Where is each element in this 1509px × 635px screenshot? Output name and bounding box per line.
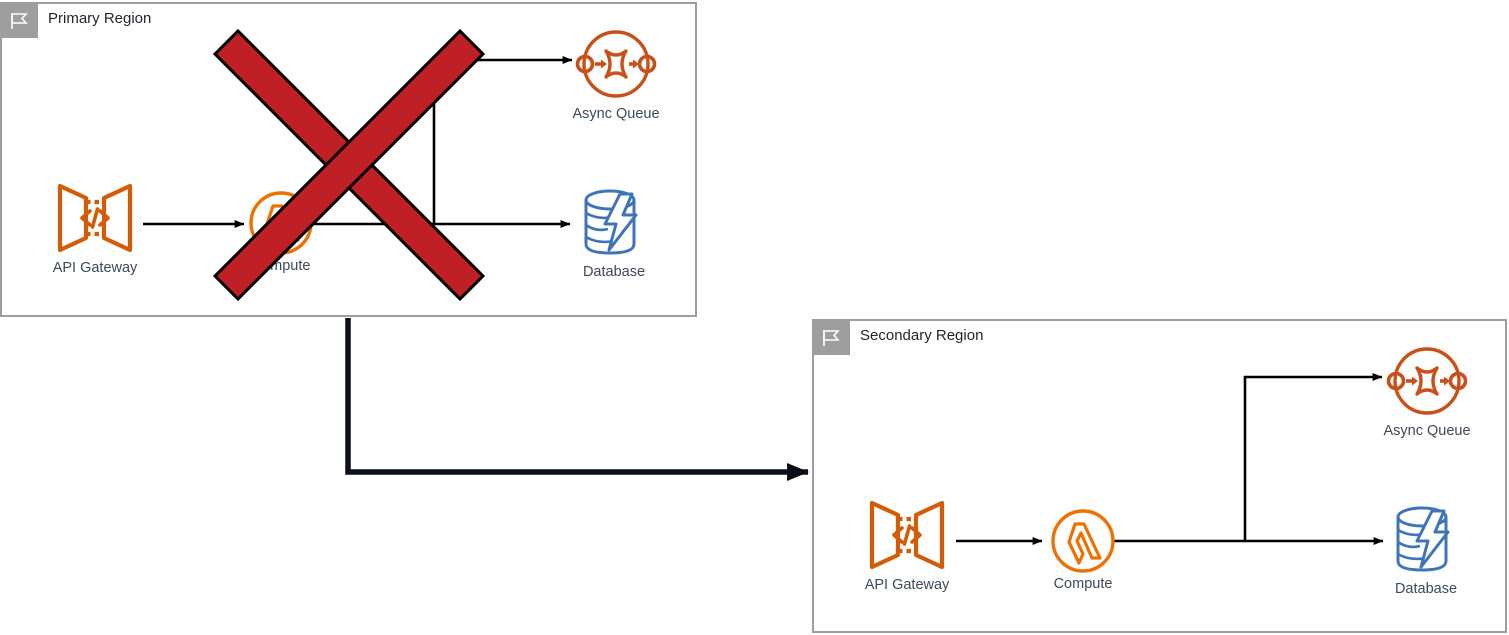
compute-lambda-icon: [1051, 509, 1115, 573]
compute-lambda-icon: [249, 191, 313, 255]
node-label-database: Database: [1394, 581, 1458, 597]
database-icon: [1396, 506, 1450, 572]
node-secondary-async-queue[interactable]: Async Queue: [1381, 343, 1473, 439]
region-title-primary: Primary Region: [48, 10, 152, 27]
region-tab-primary: [2, 4, 38, 38]
node-primary-compute[interactable]: Compute: [226, 190, 336, 274]
node-primary-async-queue[interactable]: Async Queue: [570, 26, 662, 122]
node-label-compute: Compute: [1053, 576, 1113, 592]
node-secondary-api-gateway[interactable]: API Gateway: [857, 495, 957, 593]
node-secondary-compute[interactable]: Compute: [1028, 508, 1138, 592]
api-gateway-icon: [869, 500, 945, 570]
async-queue-icon: [1386, 347, 1468, 415]
node-primary-database[interactable]: Database: [572, 186, 656, 280]
api-gateway-icon: [57, 183, 133, 253]
node-primary-api-gateway[interactable]: API Gateway: [45, 178, 145, 276]
node-label-api-gateway: API Gateway: [52, 260, 138, 276]
node-secondary-database[interactable]: Database: [1384, 503, 1468, 597]
region-container-primary[interactable]: Primary Region: [0, 2, 697, 317]
region-tab-secondary: [814, 321, 850, 355]
failover-arrow: [345, 318, 809, 481]
node-label-api-gateway: API Gateway: [864, 577, 950, 593]
node-label-async-queue: Async Queue: [572, 106, 660, 122]
node-label-async-queue: Async Queue: [1383, 423, 1471, 439]
flag-icon: [11, 13, 28, 29]
node-label-database: Database: [582, 264, 646, 280]
async-queue-icon: [575, 30, 657, 98]
node-label-compute: Compute: [251, 258, 311, 274]
database-icon: [584, 189, 638, 255]
region-container-secondary[interactable]: Secondary Region: [812, 319, 1507, 633]
region-title-secondary: Secondary Region: [860, 327, 984, 344]
flag-icon: [823, 330, 840, 346]
